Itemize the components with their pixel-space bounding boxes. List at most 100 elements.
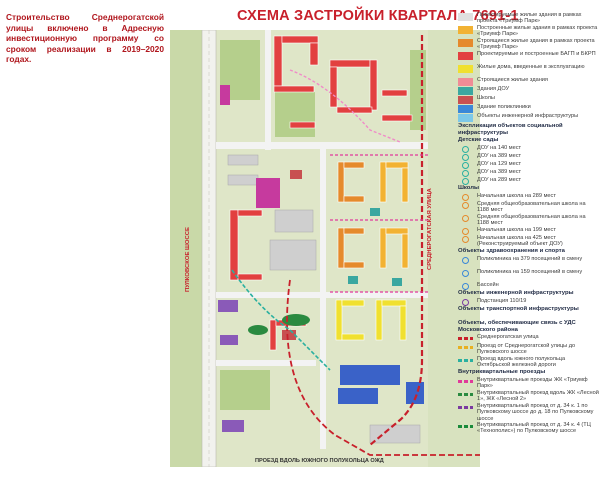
route-swatch xyxy=(458,359,473,362)
transport-header: Объекты транспортной инфраструктуры xyxy=(458,306,579,312)
numbered-circle-icon xyxy=(462,299,469,306)
quarter-map xyxy=(170,30,480,467)
object-label: Начальная школа на 199 мест xyxy=(477,227,556,233)
road-grid xyxy=(216,30,428,449)
object-label: Средняя общеобразовательная школа на 118… xyxy=(477,201,586,214)
object-label: Начальная школа на 425 мест (Реконструир… xyxy=(477,235,563,248)
legend-label: Проектируемые жилые здания в рамках прое… xyxy=(477,12,582,25)
commercial-blocks xyxy=(218,300,244,432)
numbered-circle-icon xyxy=(462,202,469,209)
legend-label: Здание поликлиники xyxy=(477,104,531,110)
numbered-circle-icon xyxy=(462,283,469,290)
legend-label: Строящиеся жилые здания xyxy=(477,77,548,83)
legend-swatch xyxy=(458,105,473,113)
legend-label: Проектируемые и построенные БАГП и БКРП xyxy=(477,51,596,57)
kindergartens-header: Детские сады xyxy=(458,137,499,143)
legend-item-buildings-5: Строящиеся жилые здания xyxy=(458,77,599,86)
legend-label: Школы xyxy=(477,95,495,101)
legend-object-school-4: Начальная школа на 425 мест (Реконструир… xyxy=(458,235,595,248)
route-label: Проезд вдоль южного полукольца Октябрьск… xyxy=(477,356,566,369)
legend-label: Объекты инженерной инфраструктуры xyxy=(477,113,579,119)
schools-header: Школы xyxy=(458,185,480,191)
route-label: Среднерогатская улица xyxy=(477,334,539,340)
legend-object-school-2: Средняя общеобразовательная школа на 118… xyxy=(458,214,595,227)
health-header: Объекты здравоохранения и спорта xyxy=(458,248,565,254)
legend-object-school-0: Начальная школа на 289 мест xyxy=(458,193,595,201)
legend-swatch xyxy=(458,87,473,95)
numbered-circle-icon xyxy=(462,154,469,161)
route-label: Внутриквартальный проезд от д. 34 к. 4 (… xyxy=(477,422,591,435)
railway-road xyxy=(286,279,480,456)
numbered-circle-icon xyxy=(462,215,469,222)
object-label: ДОУ на 129 мест xyxy=(477,161,522,167)
legend-swatch xyxy=(458,96,473,104)
route-label: Внутриквартальный проезд от д. 34 к. 1 п… xyxy=(477,403,594,422)
numbered-circle-icon xyxy=(462,228,469,235)
legend-object-kg-2: ДОУ на 129 мест xyxy=(458,161,595,169)
object-label: ДОУ на 140 мест xyxy=(477,145,522,151)
legend-object-school-1: Средняя общеобразовательная школа на 118… xyxy=(458,201,595,214)
legend-object-eng-0: Подстанция 110/19 xyxy=(458,298,595,306)
park-ovals xyxy=(248,314,310,335)
bottom-road-label: ПРОЕЗД ВДОЛЬ ЮЖНОГО ПОЛУКОЛЬЦА ОЖД xyxy=(255,458,384,464)
inner-routes xyxy=(330,154,428,293)
route-label: Внутриквартальный проезд вдоль ЖК «Лесно… xyxy=(477,390,599,403)
social-objects xyxy=(282,170,402,340)
legend-item-buildings-0: Проектируемые жилые здания в рамках прое… xyxy=(458,12,599,25)
object-label: ДОУ на 389 мест xyxy=(477,153,522,159)
object-label: Начальная школа на 289 мест xyxy=(477,193,556,199)
legend-object-school-3: Начальная школа на 199 мест xyxy=(458,227,595,235)
legend-swatch xyxy=(458,13,473,21)
route-swatch xyxy=(458,406,473,409)
object-label: Поликлиника на 379 посещений в смену xyxy=(477,256,583,262)
legend-route-transport-2: Проезд вдоль южного полукольца Октябрьск… xyxy=(458,356,599,369)
legend-route-transport-0: Среднерогатская улица xyxy=(458,334,599,340)
social-header: Экспликация объектов социальной инфрастр… xyxy=(458,123,563,136)
legend-item-buildings-1: Построенные жилые здания в рамках проект… xyxy=(458,25,599,38)
object-label: Подстанция 110/19 xyxy=(477,298,527,304)
legend-route-transport-1: Проезд от Среднерогатской улицы до Пулко… xyxy=(458,343,599,356)
numbered-circle-icon xyxy=(462,236,469,243)
srednerogatskaya-label: СРЕДНЕРОГАТСКАЯ УЛИЦА xyxy=(427,188,433,270)
legend-object-kg-3: ДОУ на 389 мест xyxy=(458,169,595,177)
route-swatch xyxy=(458,337,473,340)
route-swatch xyxy=(458,425,473,428)
legend-route-inner-1: Внутриквартальный проезд вдоль ЖК «Лесно… xyxy=(458,390,599,403)
legend-label: Построенные жилые здания в рамках проект… xyxy=(477,25,598,38)
object-label: ДОУ на 289 мест xyxy=(477,177,522,183)
legend-swatch xyxy=(458,39,473,47)
numbered-circle-icon xyxy=(462,257,469,264)
numbered-circle-icon xyxy=(462,270,469,277)
bagp-buildings xyxy=(273,35,413,129)
route-swatch xyxy=(458,380,473,383)
legend-swatch xyxy=(458,26,473,34)
legend-route-inner-3: Внутриквартальный проезд от д. 34 к. 4 (… xyxy=(458,422,599,435)
object-label: ДОУ на 389 мест xyxy=(477,169,522,175)
legend-item-buildings-6: Здания ДОУ xyxy=(458,86,599,95)
legend-item-buildings-4: Жилые дома, введенные в эксплуатацию xyxy=(458,64,599,73)
legend-item-buildings-8: Здание поликлиники xyxy=(458,104,599,113)
legend-object-kg-4: ДОУ на 289 мест xyxy=(458,177,595,185)
object-label: Поликлиника на 159 посещений в смену xyxy=(477,269,583,275)
legend-route-inner-2: Внутриквартальный проезд от д. 34 к. 1 п… xyxy=(458,403,599,422)
legend-object-health-2: Бассейн xyxy=(458,282,595,290)
numbered-circle-icon xyxy=(462,146,469,153)
legend-object-kg-0: ДОУ на 140 мест xyxy=(458,145,595,153)
green-belt xyxy=(170,30,202,467)
legend-swatch xyxy=(458,52,473,60)
triumph-park-blocks xyxy=(335,161,409,341)
numbered-circle-icon xyxy=(462,178,469,185)
inner-header: Внутриквартальные проезды xyxy=(458,369,546,375)
route-swatch xyxy=(458,393,473,396)
legend-swatch xyxy=(458,114,473,122)
intro-text: Строительство Среднерогатской улицы вклю… xyxy=(6,12,164,65)
object-label: Бассейн xyxy=(477,282,499,288)
legend-swatch xyxy=(458,65,473,73)
legend-item-buildings-7: Школы xyxy=(458,95,599,104)
route-label: Внутриквартальные проезды ЖК «Триумф Пар… xyxy=(477,377,588,390)
existing-complex xyxy=(220,85,280,208)
legend-object-kg-1: ДОУ на 389 мест xyxy=(458,153,595,161)
legend-route-inner-0: Внутриквартальные проезды ЖК «Триумф Пар… xyxy=(458,377,599,390)
legend-item-buildings-3: Проектируемые и построенные БАГП и БКРП xyxy=(458,51,599,60)
engineering-header: Объекты инженерной инфраструктуры xyxy=(458,290,574,296)
